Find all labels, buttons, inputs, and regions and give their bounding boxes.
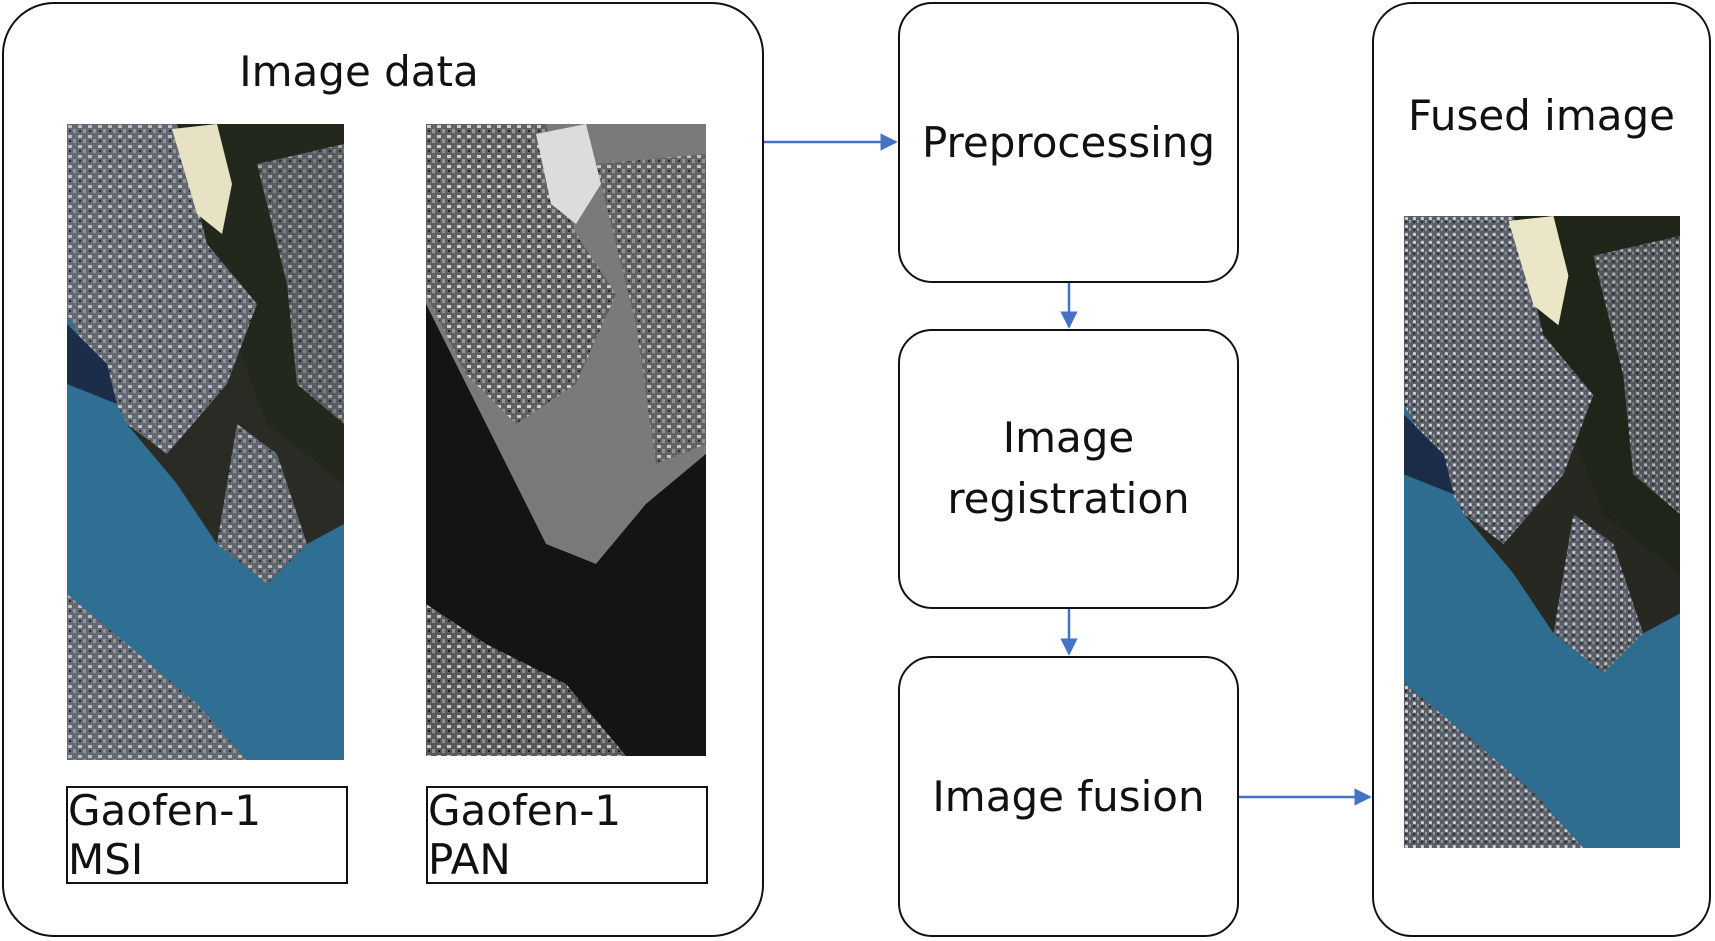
registration-label-line2: registration [947, 474, 1190, 523]
fusion-label: Image fusion [932, 772, 1205, 821]
preprocessing-label: Preprocessing [921, 118, 1216, 167]
fusion-box: Image fusion [898, 656, 1239, 937]
preprocessing-box: Preprocessing [898, 2, 1239, 283]
msi-label-box: Gaofen-1 MSI [66, 786, 348, 884]
fused-image-title: Fused image [1407, 91, 1676, 140]
msi-label: Gaofen-1 MSI [68, 786, 262, 884]
msi-image [67, 124, 344, 760]
pan-label: Gaofen-1 PAN [428, 786, 622, 884]
pan-label-box: Gaofen-1 PAN [426, 786, 708, 884]
registration-box: Image registration [898, 329, 1239, 609]
pan-image [426, 124, 706, 756]
registration-label-line1: Image [1002, 413, 1135, 463]
fused-image [1404, 216, 1680, 848]
image-data-title: Image data [239, 47, 479, 96]
